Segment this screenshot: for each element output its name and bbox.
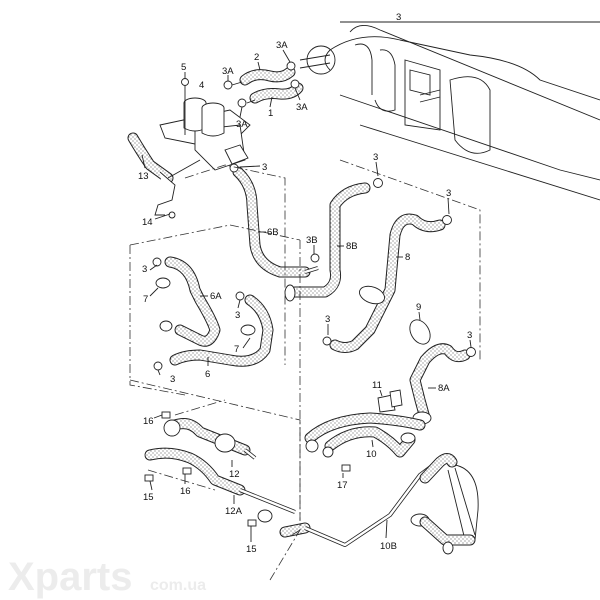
hose-6a [152, 256, 221, 347]
label-5: 5 [181, 62, 186, 73]
label-3: 3 [142, 264, 147, 275]
hose-10 [304, 412, 426, 458]
label-8b: 8B [346, 241, 358, 252]
label-14: 14 [142, 217, 153, 228]
label-17: 17 [337, 480, 348, 491]
label-15: 15 [143, 492, 154, 503]
label-3a: 3A [276, 40, 288, 51]
assembly-outlines [129, 159, 481, 581]
bracket-11 [377, 389, 403, 413]
label-10: 10 [366, 449, 377, 460]
grommet-9 [409, 319, 431, 345]
hose-8b [284, 178, 383, 302]
pipe-12a [144, 447, 296, 523]
label-16: 16 [143, 416, 154, 427]
part-labels: 5 4 3A 2 3A 3A 1 3A 13 3 14 6B 3 3 3B 8B… [138, 12, 472, 555]
label-6a: 6A [210, 291, 222, 302]
hose-1 [249, 82, 304, 104]
label-15: 15 [246, 544, 257, 555]
engine-block [299, 21, 600, 201]
label-3: 3 [235, 310, 240, 321]
pipe-10b [279, 453, 479, 555]
label-7: 7 [234, 344, 239, 355]
label-3: 3 [467, 330, 472, 341]
label-3a: 3A [236, 119, 248, 130]
label-10b: 10B [380, 541, 397, 552]
label-3: 3 [262, 162, 267, 173]
label-6b: 6B [267, 227, 279, 238]
pipe-12 [163, 418, 257, 460]
label-3b: 3B [306, 235, 318, 246]
label-3: 3 [325, 314, 330, 325]
label-7: 7 [143, 294, 148, 305]
label-3: 3 [396, 12, 401, 23]
label-16: 16 [180, 486, 191, 497]
watermark-domain: com.ua [150, 577, 206, 594]
watermark: Xparts com.ua [8, 555, 206, 599]
label-11: 11 [372, 380, 382, 391]
label-6: 6 [205, 369, 210, 380]
label-3a: 3A [222, 66, 234, 77]
label-2: 2 [254, 52, 259, 63]
coolant-valve-4 [159, 78, 251, 171]
label-12a: 12A [225, 506, 243, 517]
label-1: 1 [268, 108, 273, 119]
label-8: 8 [405, 252, 410, 263]
hose-2 [239, 66, 296, 86]
hose-6b [229, 163, 319, 278]
clips-15-16-17 [144, 411, 351, 527]
leader-lines [141, 49, 472, 542]
label-3a: 3A [296, 102, 308, 113]
hose-clamps-3a [223, 61, 300, 108]
label-4: 4 [199, 80, 204, 91]
label-8a: 8A [438, 383, 450, 394]
watermark-brand: Xparts [8, 555, 133, 599]
label-3: 3 [446, 188, 451, 199]
hose-8 [322, 213, 452, 353]
label-3: 3 [170, 374, 175, 385]
hose-13 [127, 132, 201, 219]
label-13: 13 [138, 171, 149, 182]
label-12: 12 [229, 469, 240, 480]
label-9: 9 [416, 302, 421, 313]
label-3: 3 [373, 152, 378, 163]
